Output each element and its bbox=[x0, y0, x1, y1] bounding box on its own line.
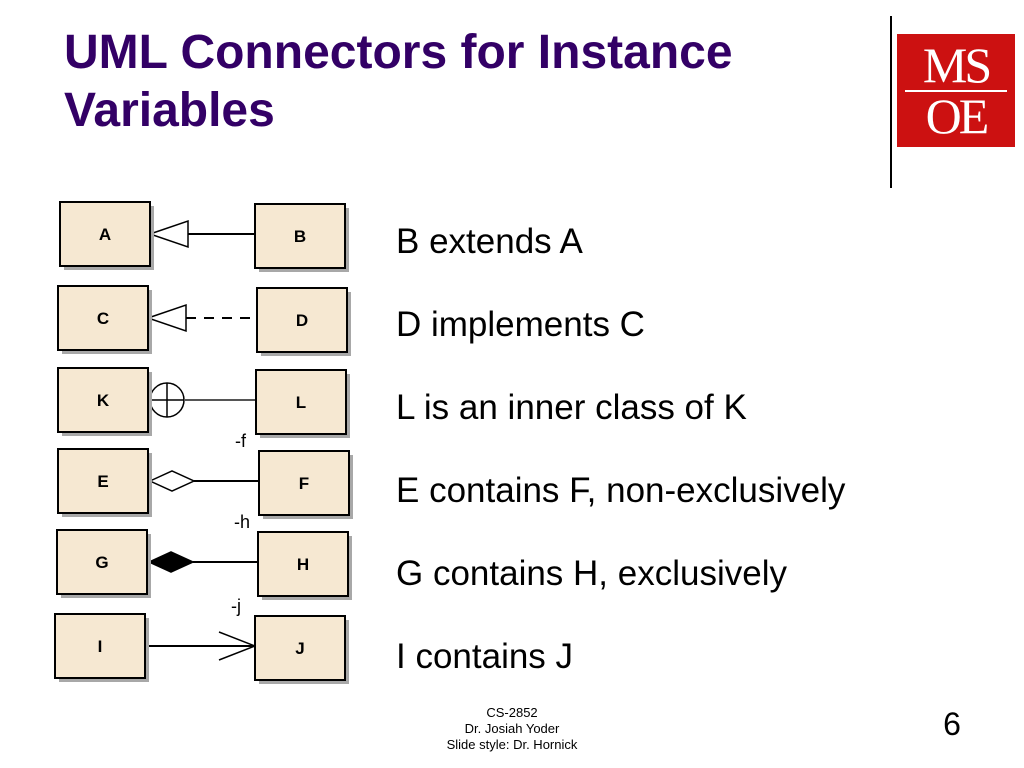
class-box-g-label: G bbox=[95, 553, 108, 572]
page-number: 6 bbox=[943, 706, 961, 742]
header-divider bbox=[890, 16, 892, 188]
class-box-h bbox=[257, 531, 349, 597]
class-box-l bbox=[255, 369, 347, 435]
logo-text-bottom: OE bbox=[925, 88, 990, 144]
role-label-aggregation: -f bbox=[235, 431, 247, 451]
logo-rule bbox=[905, 90, 1007, 92]
class-box-g bbox=[56, 529, 148, 595]
class-box-l-label: L bbox=[296, 393, 306, 412]
msoe-logo: MS OE bbox=[897, 34, 1015, 147]
logo-text-top: MS bbox=[922, 37, 992, 93]
class-box-k-label: K bbox=[97, 391, 110, 410]
slide-footer: CS-2852 Dr. Josiah Yoder Slide style: Dr… bbox=[412, 705, 612, 753]
class-box-b-label: B bbox=[294, 227, 306, 246]
class-box-k bbox=[57, 367, 149, 433]
class-box-e-label: E bbox=[97, 472, 108, 491]
connector-aggregation-diamond bbox=[148, 470, 196, 492]
class-box-a bbox=[59, 201, 151, 267]
class-box-b bbox=[254, 203, 346, 269]
role-label-association: -j bbox=[231, 596, 241, 616]
footer-author: Dr. Josiah Yoder bbox=[464, 721, 560, 736]
class-box-j bbox=[254, 615, 346, 681]
statement-association: I contains J bbox=[396, 637, 574, 676]
class-box-c bbox=[57, 285, 149, 351]
statement-nesting: L is an inner class of K bbox=[396, 388, 747, 427]
class-box-j-label: J bbox=[295, 639, 304, 658]
class-box-d-label: D bbox=[296, 311, 308, 330]
connector-generalization-arrowhead bbox=[147, 219, 189, 249]
class-box-d bbox=[256, 287, 348, 353]
footer-style-credit: Slide style: Dr. Hornick bbox=[446, 737, 578, 752]
class-box-f-label: F bbox=[299, 474, 309, 493]
class-box-i bbox=[54, 613, 146, 679]
statement-realization: D implements C bbox=[396, 305, 645, 344]
class-box-a-label: A bbox=[99, 225, 111, 244]
footer-course: CS-2852 bbox=[486, 705, 538, 720]
statement-aggregation: E contains F, non-exclusively bbox=[396, 471, 846, 510]
uml-connector-diagram: A B C D K L -fE F -hG H -jI J bbox=[54, 201, 353, 684]
role-label-composition: -h bbox=[234, 512, 250, 532]
class-box-e bbox=[57, 448, 149, 514]
statement-generalization: B extends A bbox=[396, 222, 583, 261]
class-box-h-label: H bbox=[297, 555, 309, 574]
connector-realization-arrowhead bbox=[145, 303, 187, 333]
class-box-c-label: C bbox=[97, 309, 109, 328]
statement-list: B extends A D implements C L is an inner… bbox=[396, 214, 845, 712]
class-box-f bbox=[258, 450, 350, 516]
connector-composition-diamond bbox=[147, 551, 195, 573]
statement-composition: G contains H, exclusively bbox=[396, 554, 787, 593]
class-box-i-label: I bbox=[98, 637, 103, 656]
slide-title: UML Connectors for Instance Variables bbox=[64, 26, 733, 137]
